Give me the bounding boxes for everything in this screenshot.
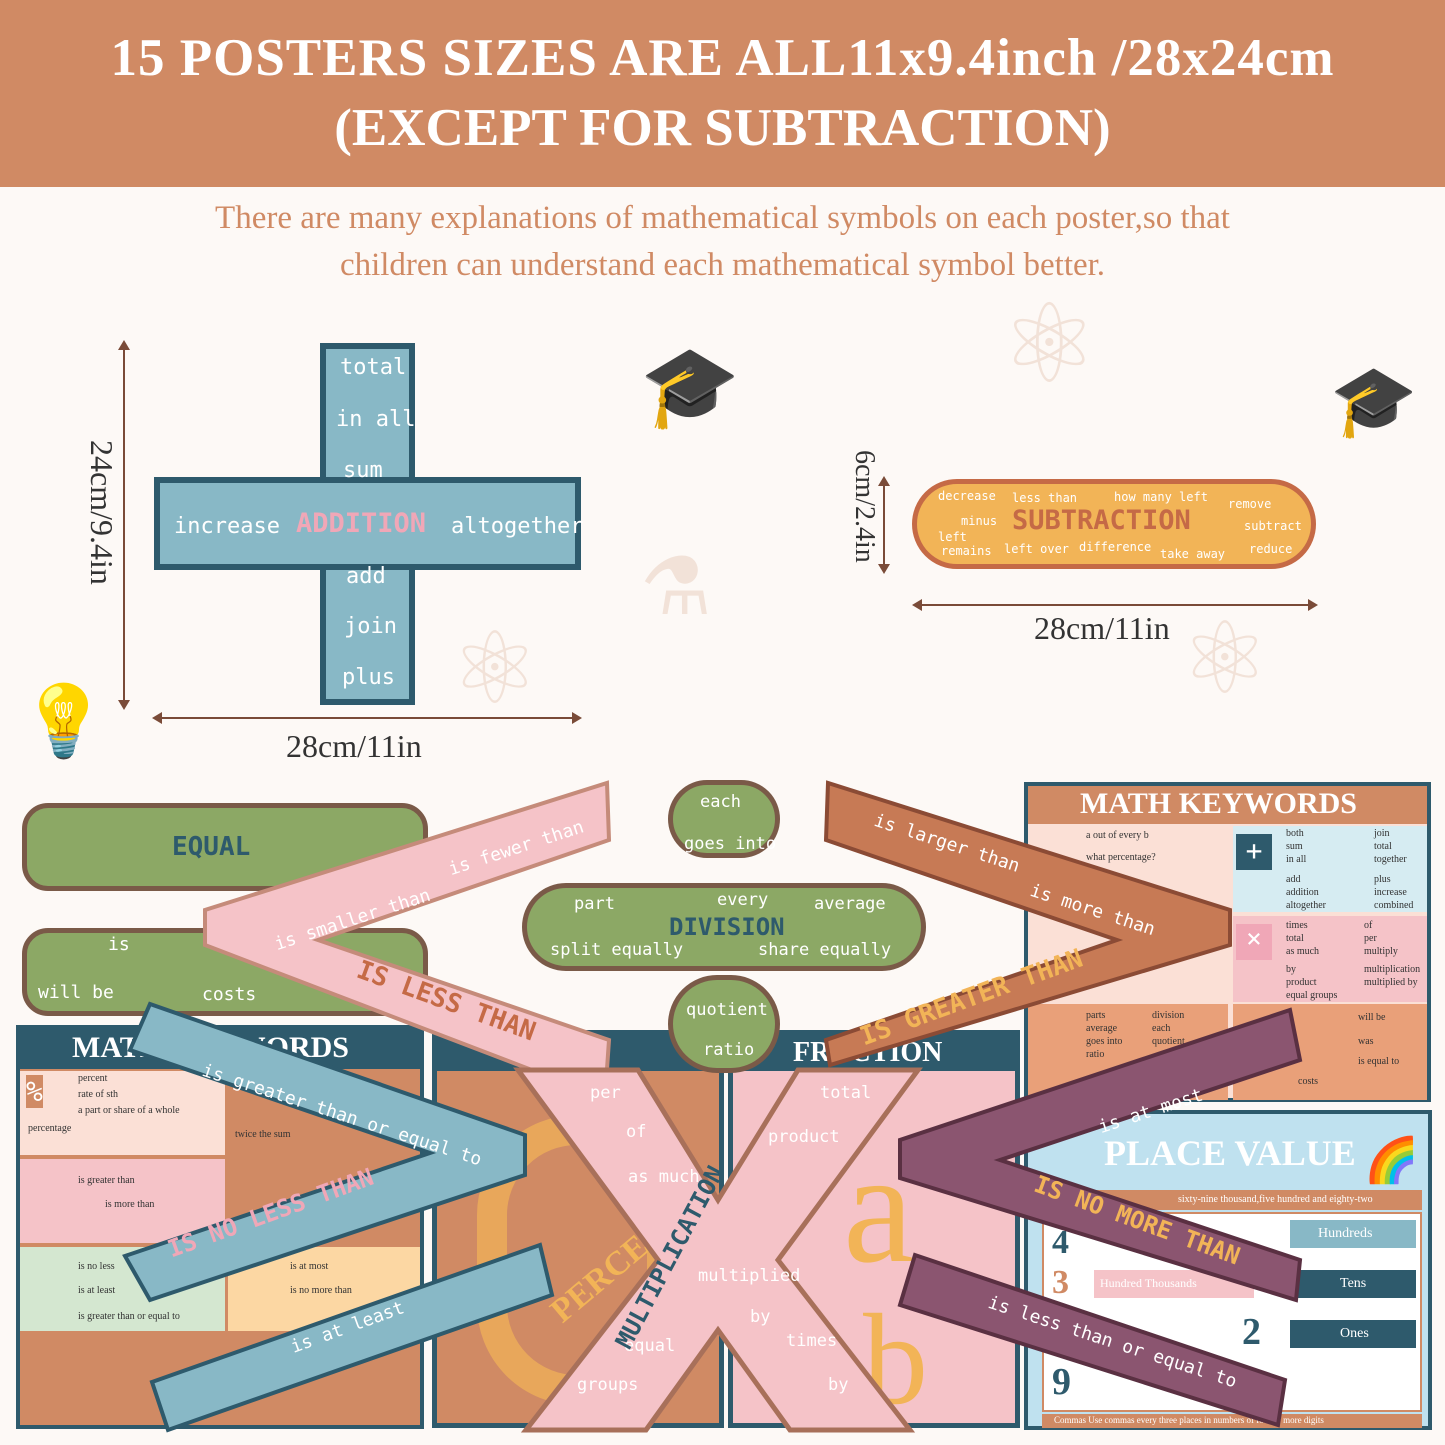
addition-width-label: 28cm/11in bbox=[286, 728, 422, 764]
times-symbol: × bbox=[1236, 924, 1272, 960]
addition-word: in all bbox=[336, 407, 416, 432]
math-keywords-right-title: MATH KEYWORDS bbox=[1080, 787, 1357, 820]
intro-line-1: There are many explanations of mathemati… bbox=[215, 200, 1230, 236]
header-banner: 15 POSTERS SIZES ARE ALL11x9.4inch /28x2… bbox=[0, 0, 1445, 187]
subtraction-word: take away bbox=[1160, 547, 1226, 561]
arrow-head-left bbox=[152, 712, 162, 724]
height-arrow bbox=[883, 480, 885, 570]
subtraction-word: subtract bbox=[1244, 519, 1302, 533]
subtraction-word: left bbox=[938, 530, 967, 544]
atom-icon: ⚛ bbox=[1180, 600, 1270, 717]
addition-word: total bbox=[340, 355, 407, 380]
subtraction-word: decrease bbox=[938, 489, 996, 503]
subtraction-word: left over bbox=[1004, 542, 1070, 556]
equal-title: EQUAL bbox=[172, 832, 251, 862]
place-value-title: PLACE VALUE bbox=[1104, 1133, 1356, 1173]
height-arrow bbox=[123, 344, 125, 706]
addition-word: join bbox=[344, 614, 397, 639]
place-value-poster: PLACE VALUE 🌈 sixty-nine thousand,five h… bbox=[1024, 1110, 1432, 1430]
subtraction-word: reduce bbox=[1249, 542, 1293, 556]
header-subtitle: (EXCEPT FOR SUBTRACTION) bbox=[334, 99, 1111, 157]
subtraction-word: minus bbox=[961, 514, 998, 528]
subtraction-poster bbox=[912, 479, 1316, 569]
percent-symbol: % bbox=[26, 1075, 43, 1108]
arrow-head-up bbox=[118, 340, 130, 350]
division-dot-top bbox=[668, 780, 780, 858]
arrow-head-right bbox=[1308, 599, 1318, 611]
intro-line-2: children can understand each mathematica… bbox=[339, 247, 1106, 283]
subtraction-title: SUBTRACTION bbox=[1012, 505, 1191, 536]
arrow-head-up bbox=[878, 476, 890, 486]
atom-icon: ⚛ bbox=[1000, 280, 1099, 408]
division-dot-bottom bbox=[668, 975, 780, 1073]
flask-icon: ⚗ bbox=[640, 540, 712, 633]
width-arrow bbox=[916, 604, 1314, 606]
division-poster bbox=[522, 883, 926, 971]
subtraction-width-label: 28cm/11in bbox=[1034, 610, 1170, 646]
addition-word: increase bbox=[174, 514, 280, 539]
plus-symbol: + bbox=[1236, 834, 1272, 870]
addition-word: sum bbox=[343, 458, 383, 483]
subtraction-word: remove bbox=[1228, 497, 1272, 511]
lightbulb-icon: 💡 bbox=[20, 680, 108, 762]
arrow-head-down bbox=[118, 700, 130, 710]
arrow-head-right bbox=[572, 712, 582, 724]
arrow-head-down bbox=[878, 564, 890, 574]
addition-word: plus bbox=[342, 665, 395, 690]
rainbow-icon: 🌈 bbox=[1364, 1135, 1419, 1186]
math-keywords-right-poster: MATH KEYWORDS a out of every b what perc… bbox=[1024, 782, 1431, 1102]
graduation-cap-icon: 🎓 bbox=[640, 340, 740, 433]
header-title: 15 POSTERS SIZES ARE ALL11x9.4inch /28x2… bbox=[110, 29, 1335, 87]
subtraction-word: remains bbox=[941, 544, 992, 558]
atom-icon: ⚛ bbox=[450, 610, 540, 727]
subtraction-word: less than bbox=[1012, 491, 1078, 505]
addition-word: add bbox=[346, 564, 386, 589]
subtraction-word: how many left bbox=[1114, 490, 1208, 504]
width-arrow bbox=[156, 717, 578, 719]
division-title: DIVISION bbox=[669, 913, 785, 941]
addition-word: altogether bbox=[451, 514, 584, 539]
addition-title: ADDITION bbox=[296, 508, 427, 539]
arrow-head-left bbox=[912, 599, 922, 611]
graduation-cap-icon: 🎓 bbox=[1330, 360, 1418, 442]
subtraction-word: difference bbox=[1079, 540, 1152, 554]
